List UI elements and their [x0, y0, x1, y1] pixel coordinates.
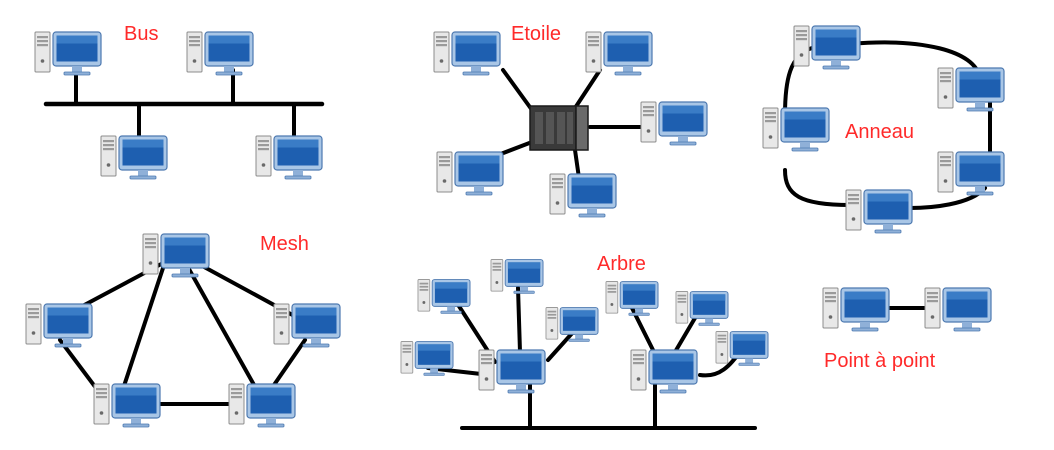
ring-topology: Anneau: [762, 25, 1005, 234]
computer-icon: [228, 383, 296, 428]
computer-icon: [186, 31, 254, 76]
computer-icon: [585, 31, 653, 76]
computer-icon: [142, 233, 210, 278]
computer-icon: [793, 25, 861, 70]
computer-icon: [822, 287, 890, 332]
computer-icon: [762, 107, 830, 152]
bus-topology: Bus: [34, 23, 325, 180]
anneau-label: Anneau: [845, 121, 914, 143]
mesh-topology: Mesh: [25, 233, 341, 428]
etoile-label: Etoile: [511, 23, 561, 45]
computer-icon: [100, 135, 168, 180]
computer-icon: [640, 101, 708, 146]
computer-icon: [924, 287, 992, 332]
computer-icon: [255, 135, 323, 180]
computer-icon: [34, 31, 102, 76]
computer-icon: [545, 307, 599, 342]
switch-icon: [529, 105, 589, 151]
computer-icon: [937, 67, 1005, 112]
computer-icon: [937, 151, 1005, 196]
arbre-label: Arbre: [597, 253, 646, 275]
mesh-label: Mesh: [260, 233, 309, 255]
computer-icon: [675, 291, 729, 326]
computer-icon: [478, 349, 546, 394]
computer-icon: [273, 303, 341, 348]
tree-topology: Arbre: [400, 253, 769, 430]
computer-icon: [845, 189, 913, 234]
computer-icon: [433, 31, 501, 76]
computer-icon: [436, 151, 504, 196]
computer-icon: [549, 173, 617, 218]
point-to-point-topology: Point à point: [822, 287, 992, 372]
point-a-point-label: Point à point: [824, 350, 936, 372]
computer-icon: [630, 349, 698, 394]
computer-icon: [93, 383, 161, 428]
star-topology: Etoile: [433, 23, 708, 218]
bus-label: Bus: [124, 23, 158, 45]
computer-icon: [715, 331, 769, 366]
